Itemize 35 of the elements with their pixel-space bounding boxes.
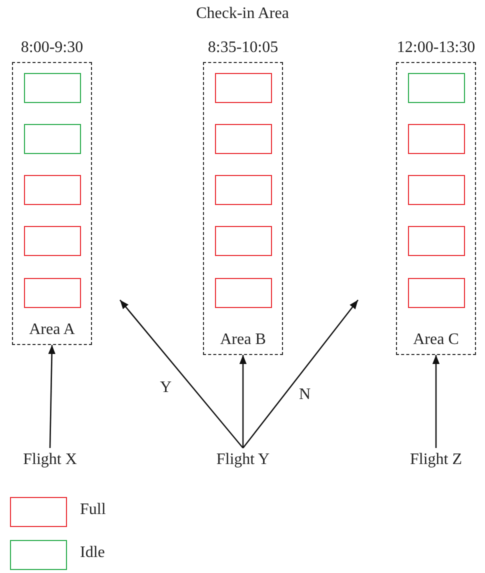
- time-label: 8:00-9:30: [20, 38, 84, 58]
- counter-box: [408, 174, 465, 205]
- counter-box: [24, 72, 81, 103]
- counter-box: [408, 124, 465, 154]
- dashed-area: [12, 62, 92, 345]
- area-label: Area B: [219, 330, 267, 350]
- dashed-area: [396, 62, 476, 355]
- counter-box: [408, 278, 465, 308]
- time-label: 8:35-10:05: [206, 38, 280, 58]
- legend-label: Full: [80, 500, 106, 520]
- counter-box: [214, 226, 272, 256]
- time-label: 12:00-13:30: [396, 38, 476, 58]
- counter-box: [408, 226, 465, 256]
- arrow: [120, 300, 244, 448]
- area-label: Area A: [28, 320, 76, 340]
- counter-box: [214, 174, 272, 205]
- diagram-title: Check-in Area: [195, 4, 290, 24]
- legend-label: Idle: [80, 543, 105, 563]
- counter-box: [24, 124, 81, 154]
- dashed-area: [203, 62, 283, 355]
- arrow: [239, 355, 247, 448]
- flight-label: Flight Z: [401, 450, 471, 470]
- counter-box: [24, 226, 81, 256]
- arrow: [242, 300, 359, 448]
- counter-box: [408, 72, 465, 103]
- counter-box: [24, 278, 81, 308]
- flight-label: Flight X: [15, 450, 85, 470]
- counter-box: [214, 278, 272, 308]
- area-label: Area C: [412, 330, 460, 350]
- counter-box: [24, 174, 81, 205]
- flight-label: Flight Y: [205, 450, 281, 470]
- counter-box: [214, 72, 272, 103]
- counter-box: [214, 124, 272, 154]
- arrow: [432, 355, 440, 448]
- arrow: [48, 344, 56, 448]
